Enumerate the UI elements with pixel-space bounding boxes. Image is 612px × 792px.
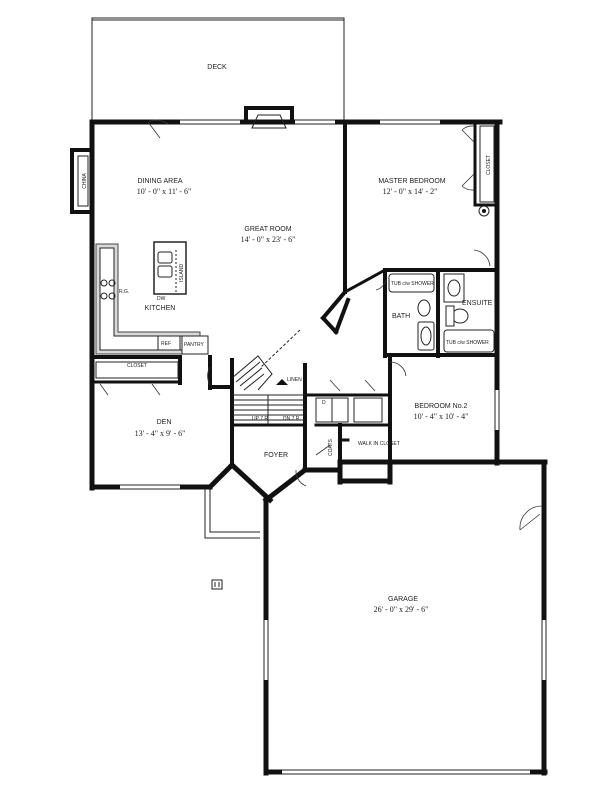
range-label: R.G. (119, 289, 129, 295)
foyer-label: FOYER (264, 452, 288, 459)
master-closet-label: CLOSET (486, 155, 492, 175)
den-size: 13' - 4" x 9' - 6" (135, 429, 186, 438)
porch (204, 487, 260, 539)
garage-label: GARAGE (388, 596, 418, 603)
bedroom2-label: BEDROOM No.2 (415, 403, 468, 410)
dryer-label: D (322, 400, 326, 406)
kitchen-label: KITCHEN (145, 305, 176, 312)
exterior-walls (89, 119, 548, 776)
china-bumpout: CHINA (70, 148, 94, 214)
bath-tub-label: TUB c/w SHOWER (391, 281, 434, 287)
meter-icon (211, 579, 223, 590)
fireplace (244, 106, 294, 129)
windows (120, 119, 547, 775)
den-closet-label: CLOSET (127, 363, 147, 369)
kitchen-island: ISLAND DW (153, 241, 187, 302)
linen-label: LINEN (287, 377, 302, 383)
dining-label: DINING AREA (137, 178, 182, 185)
bath-fixtures: TUB c/w SHOWER TUB c/w SHOWER (388, 273, 495, 353)
bath-label: BATH (392, 313, 410, 320)
walk-in-closet-label: WALK IN CLOSET (358, 441, 400, 447)
island-label: ISLAND (179, 264, 185, 282)
kitchen-counters: R.G. PANTRY REF (95, 243, 209, 355)
great-room-size: 14' - 0" x 23' - 6" (241, 235, 296, 244)
master-size: 12' - 0" x 14' - 2" (383, 187, 438, 196)
fridge-label: REF (161, 341, 171, 347)
stairs-up-label: UP 7 R (252, 416, 268, 422)
stairs-down-label: DN 7 R (283, 416, 300, 422)
pantry-label: PANTRY (184, 342, 204, 348)
garage-size: 26' - 0" x 29' - 6" (374, 605, 429, 614)
ensuite-tub-label: TUB c/w SHOWER (446, 340, 489, 346)
dishwasher-label: DW (157, 296, 166, 302)
closets: COATS WALK IN CLOSET CLOSET CLOSET (95, 125, 495, 456)
dining-size: 10' - 0" x 11' - 6" (137, 187, 191, 196)
china-label: CHINA (82, 173, 88, 189)
coats-label: COATS (328, 438, 334, 456)
master-label: MASTER BEDROOM (378, 178, 445, 185)
den-label: DEN (157, 419, 172, 426)
doors (99, 119, 543, 531)
ensuite-label: ENSUITE (462, 300, 493, 307)
laundry: D W LINEN (287, 377, 383, 423)
bedroom2-size: 10' - 4" x 10' - 4" (414, 412, 469, 421)
stairs: UP 7 R DN 7 R (231, 355, 305, 425)
deck-label: DECK (207, 64, 227, 71)
great-room-label: GREAT ROOM (244, 226, 291, 233)
